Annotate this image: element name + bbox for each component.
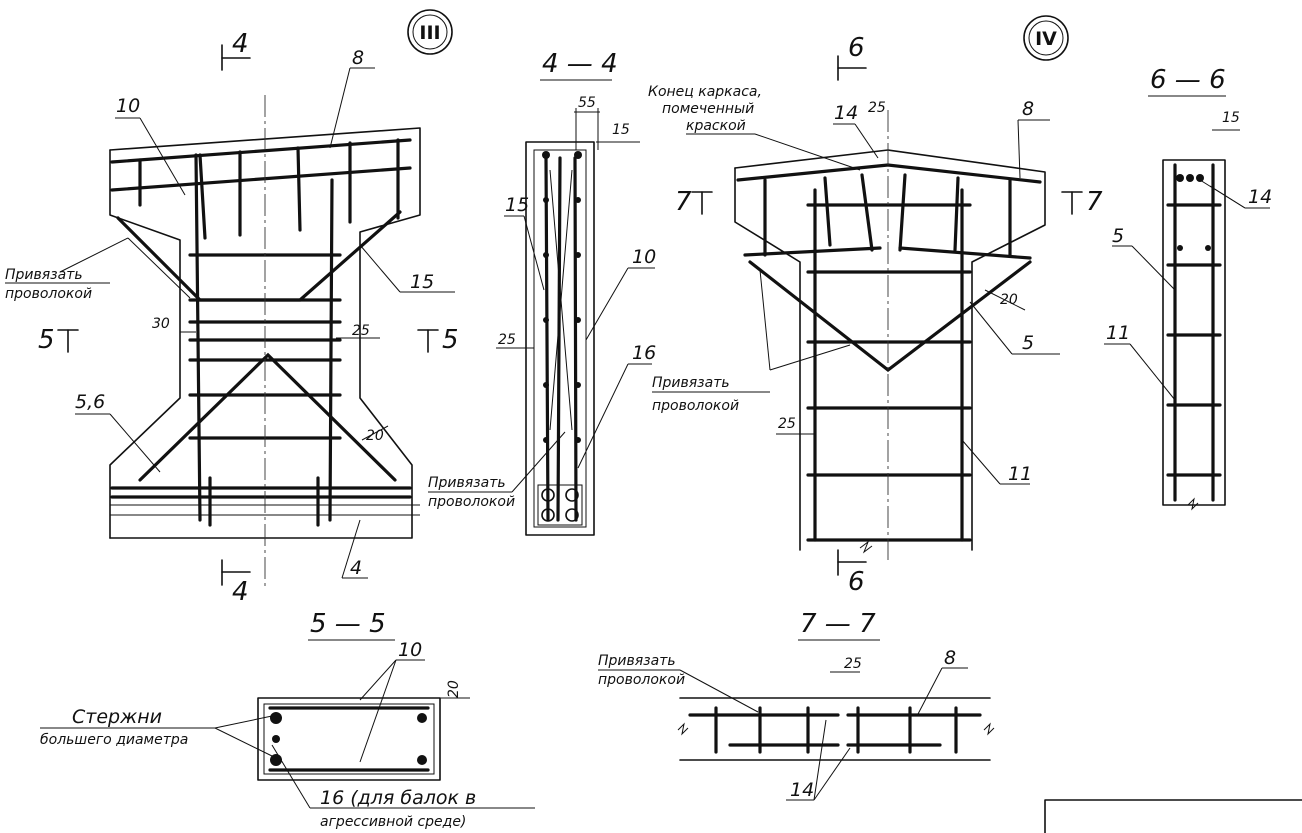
- dim-25-4-4: 25: [498, 332, 516, 348]
- node-marker-III: [407, 9, 453, 55]
- pos-14-IV: 14: [834, 102, 858, 124]
- pos-15-4-4: 15: [505, 194, 529, 216]
- pos-4-III: 4: [350, 557, 362, 579]
- svg-text:7: 7: [1086, 187, 1103, 217]
- pos-15-III: 15: [410, 271, 434, 293]
- node-marker-IV-label: IV: [1035, 28, 1057, 50]
- dim-20-5-5: 20: [446, 680, 462, 698]
- section-title-7-7: 7 — 7: [800, 609, 876, 639]
- pos-5-IV: 5: [1022, 332, 1034, 354]
- dim-25-IV-top: 25: [868, 100, 886, 116]
- section-mark-7-right: 7: [1061, 187, 1103, 217]
- svg-text:5: 5: [442, 325, 459, 355]
- section-4-4-dots: [542, 151, 582, 443]
- section-6-6: 6 — 6 15 14 5 11: [1104, 65, 1272, 511]
- rungs-III: [110, 253, 412, 499]
- tie-wire-note-7-7-line1: Привязать: [598, 653, 676, 669]
- section-mark-5-right: 5: [417, 325, 459, 355]
- frame-end-note-line1: Конец каркаса,: [648, 84, 762, 100]
- dim-25-IV-side: 25: [778, 416, 796, 432]
- section-mark-6-bottom: 6: [837, 549, 867, 597]
- svg-text:4: 4: [232, 577, 249, 607]
- aggr-note-line2: агрессивной среде): [320, 814, 466, 830]
- svg-text:6: 6: [848, 33, 865, 63]
- frame-end-note-line3: краской: [686, 118, 746, 134]
- svg-text:5: 5: [38, 325, 55, 355]
- dim-55: 55: [578, 95, 596, 111]
- pos-8-III: 8: [352, 47, 364, 69]
- stirrups-top-III: [138, 138, 400, 240]
- tie-wire-note-4-4-line2: проволокой: [428, 494, 515, 510]
- node-marker-IV: [1023, 15, 1069, 61]
- dim-25-III: 25: [352, 323, 370, 339]
- svg-text:6: 6: [848, 567, 865, 597]
- section-6-6-dots: [1176, 174, 1211, 251]
- pos-5-6-6: 5: [1112, 225, 1124, 247]
- title-block-corner: [1044, 799, 1302, 833]
- bars-note-line1: Стержни: [72, 706, 162, 728]
- section-title-6-6: 6 — 6: [1150, 65, 1226, 95]
- section-mark-4-bottom: 4: [221, 559, 251, 607]
- section-mark-5-left: 5: [38, 325, 79, 355]
- pos-10-4-4: 10: [632, 246, 656, 268]
- pos-11-6-6: 11: [1106, 322, 1130, 344]
- dim-15-4-4: 15: [612, 122, 630, 138]
- concrete-outline-III: [109, 127, 421, 539]
- node-III-view: III: [5, 9, 459, 607]
- svg-text:4: 4: [232, 29, 249, 59]
- dim-25-7-7: 25: [844, 656, 862, 672]
- section-mark-7-left: 7: [675, 187, 713, 217]
- svg-text:7: 7: [675, 187, 692, 217]
- section-title-4-4: 4 — 4: [542, 49, 618, 79]
- pos-10-III: 10: [116, 95, 140, 117]
- aggr-note-line1: 16 (для балок в: [320, 787, 476, 809]
- pos-11-IV: 11: [1008, 463, 1032, 485]
- pos-8-7-7: 8: [944, 647, 956, 669]
- section-6-6-rungs: [1166, 203, 1222, 477]
- tie-wire-note-IV-line2: проволокой: [652, 398, 739, 414]
- section-7-7-verticals: [714, 706, 958, 754]
- bars-note-line2: большего диаметра: [40, 732, 188, 748]
- pos-5-6-III: 5,6: [75, 391, 105, 413]
- stirrups-top-IV: [763, 173, 1012, 257]
- dim-30: 30: [152, 316, 170, 332]
- node-IV-view: IV 6: [648, 15, 1103, 597]
- section-mark-4-top: 4: [221, 29, 251, 71]
- tie-wire-note-4-4-line1: Привязать: [428, 475, 506, 491]
- section-4-4: 4 — 4 55: [428, 49, 656, 536]
- tie-wire-note-III-line1: Привязать: [5, 267, 83, 283]
- pos-16-4-4: 16: [632, 342, 656, 364]
- section-mark-6-top: 6: [837, 33, 867, 81]
- pos-8-IV: 8: [1022, 98, 1034, 120]
- pos-10-5-5: 10: [398, 639, 422, 661]
- section-4-4-bottom-bars: [537, 484, 583, 526]
- pos-14-6-6: 14: [1248, 186, 1272, 208]
- rungs-IV: [806, 203, 972, 542]
- node-marker-III-label: III: [419, 22, 440, 44]
- tie-wire-note-7-7-line2: проволокой: [598, 672, 685, 688]
- pos-14-7-7: 14: [790, 779, 814, 801]
- dim-20-III: 20: [366, 428, 384, 444]
- section-5-5: 5 — 5 10 20 Стержни большего диаметра 16…: [40, 609, 535, 830]
- concrete-outline-IV: [734, 149, 1046, 551]
- tie-wire-note-IV-line1: Привязать: [652, 375, 730, 391]
- dim-15-6-6: 15: [1222, 110, 1240, 126]
- section-title-5-5: 5 — 5: [310, 609, 386, 639]
- frame-end-note-line2: помеченный: [662, 101, 754, 117]
- section-7-7: 7 — 7 25 Привязать проволокой 8 14: [598, 609, 995, 801]
- tie-wire-note-III-line2: проволокой: [5, 286, 92, 302]
